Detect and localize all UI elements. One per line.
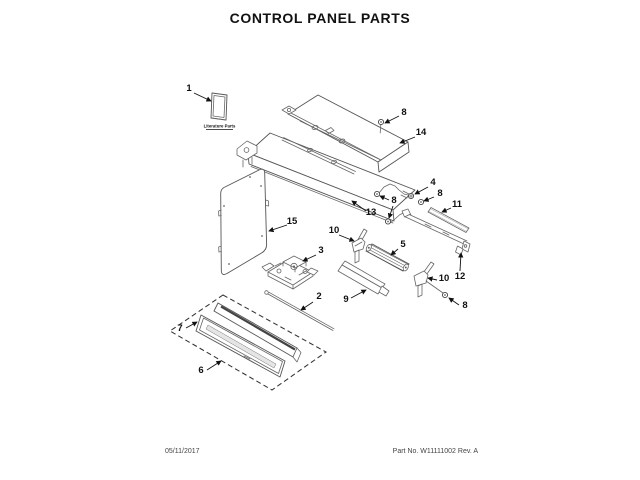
part-callout-2-15: 2 [316, 291, 321, 302]
part-callout-3-11: 3 [318, 245, 323, 256]
callout-arrow-13-7 [351, 200, 367, 212]
callout-arrow-3-11 [302, 254, 317, 262]
part-callout-15-8: 15 [287, 216, 298, 227]
part-6-dashed-outline [169, 294, 327, 391]
part-10-bracket-right [413, 261, 444, 298]
part-14-cover-panel [281, 94, 410, 173]
part-callout-8-6: 8 [391, 195, 396, 206]
part-callout-10-13: 10 [439, 273, 450, 284]
page-title: CONTROL PANEL PARTS [230, 10, 411, 26]
callout-arrow-15-8 [268, 224, 288, 233]
callout-arrow-11-5 [441, 207, 452, 213]
callout-arrow-6-18 [206, 360, 222, 371]
callout-arrow-10-9 [338, 234, 355, 242]
control-panel-glass [213, 302, 302, 363]
part-callout-14-2: 14 [416, 127, 427, 138]
part-12-support-rail [401, 208, 471, 256]
part-8-screw-top [377, 118, 385, 134]
part-1-literature-booklet: Literature Parts [204, 92, 236, 130]
part-callout-12-12: 12 [455, 271, 466, 282]
part-4-standoff [407, 192, 415, 200]
callout-arrow-8-4 [423, 196, 435, 202]
part-8-screw-mid [373, 190, 381, 198]
callout-arrow-1-0 [193, 92, 212, 102]
callout-arrow-9-16 [350, 289, 367, 299]
part-callout-9-16: 9 [343, 294, 348, 305]
part-3-bracket-assembly [261, 255, 319, 290]
callout-arrow-4-3 [414, 186, 429, 195]
callout-arrow-8-6 [387, 205, 394, 219]
part-11-trim-strip [427, 206, 470, 234]
part-8-screw-bottom [441, 291, 449, 299]
part-callout-4-3: 4 [430, 177, 436, 188]
part-callout-8-1: 8 [401, 107, 406, 118]
part-8-screw-right [417, 198, 425, 206]
part-9-channel-strip [337, 260, 390, 297]
callout-arrow-2-15 [300, 301, 314, 311]
callout-arrow-8-1 [384, 115, 400, 124]
callout-arrow-12-12 [458, 252, 464, 272]
part-2-wire-rod [264, 290, 335, 331]
part-callout-11-5: 11 [452, 199, 463, 210]
footer-part-info: Part No. W11111002 Rev. A [393, 448, 479, 455]
part-callout-1-0: 1 [186, 83, 192, 94]
footer-date: 05/11/2017 [165, 448, 200, 455]
part-callout-6-18: 6 [198, 365, 203, 376]
callout-arrow-14-2 [399, 136, 416, 144]
part-callout-5-10: 5 [400, 239, 406, 250]
part-7-control-panel-frame [195, 314, 286, 378]
part-15-side-panel [218, 168, 270, 275]
part-callout-8-14: 8 [462, 300, 467, 311]
callout-arrow-8-14 [448, 297, 460, 306]
callout-arrow-7-17 [185, 321, 198, 329]
callout-arrow-5-10 [390, 248, 399, 256]
part-8-screw-lower [384, 218, 392, 225]
part-5-display-board [365, 243, 410, 272]
part-callout-7-17: 7 [177, 323, 182, 334]
callout-arrow-10-13 [427, 276, 438, 282]
part-10-bracket-left [351, 228, 368, 264]
literature-parts-label: Literature Parts [204, 124, 236, 129]
part-callout-10-9: 10 [329, 225, 340, 236]
part-callout-13-7: 13 [366, 207, 377, 218]
callout-arrow-8-6 [379, 195, 390, 201]
part-callout-8-4: 8 [437, 188, 442, 199]
part-13-panel-chassis [236, 132, 416, 224]
